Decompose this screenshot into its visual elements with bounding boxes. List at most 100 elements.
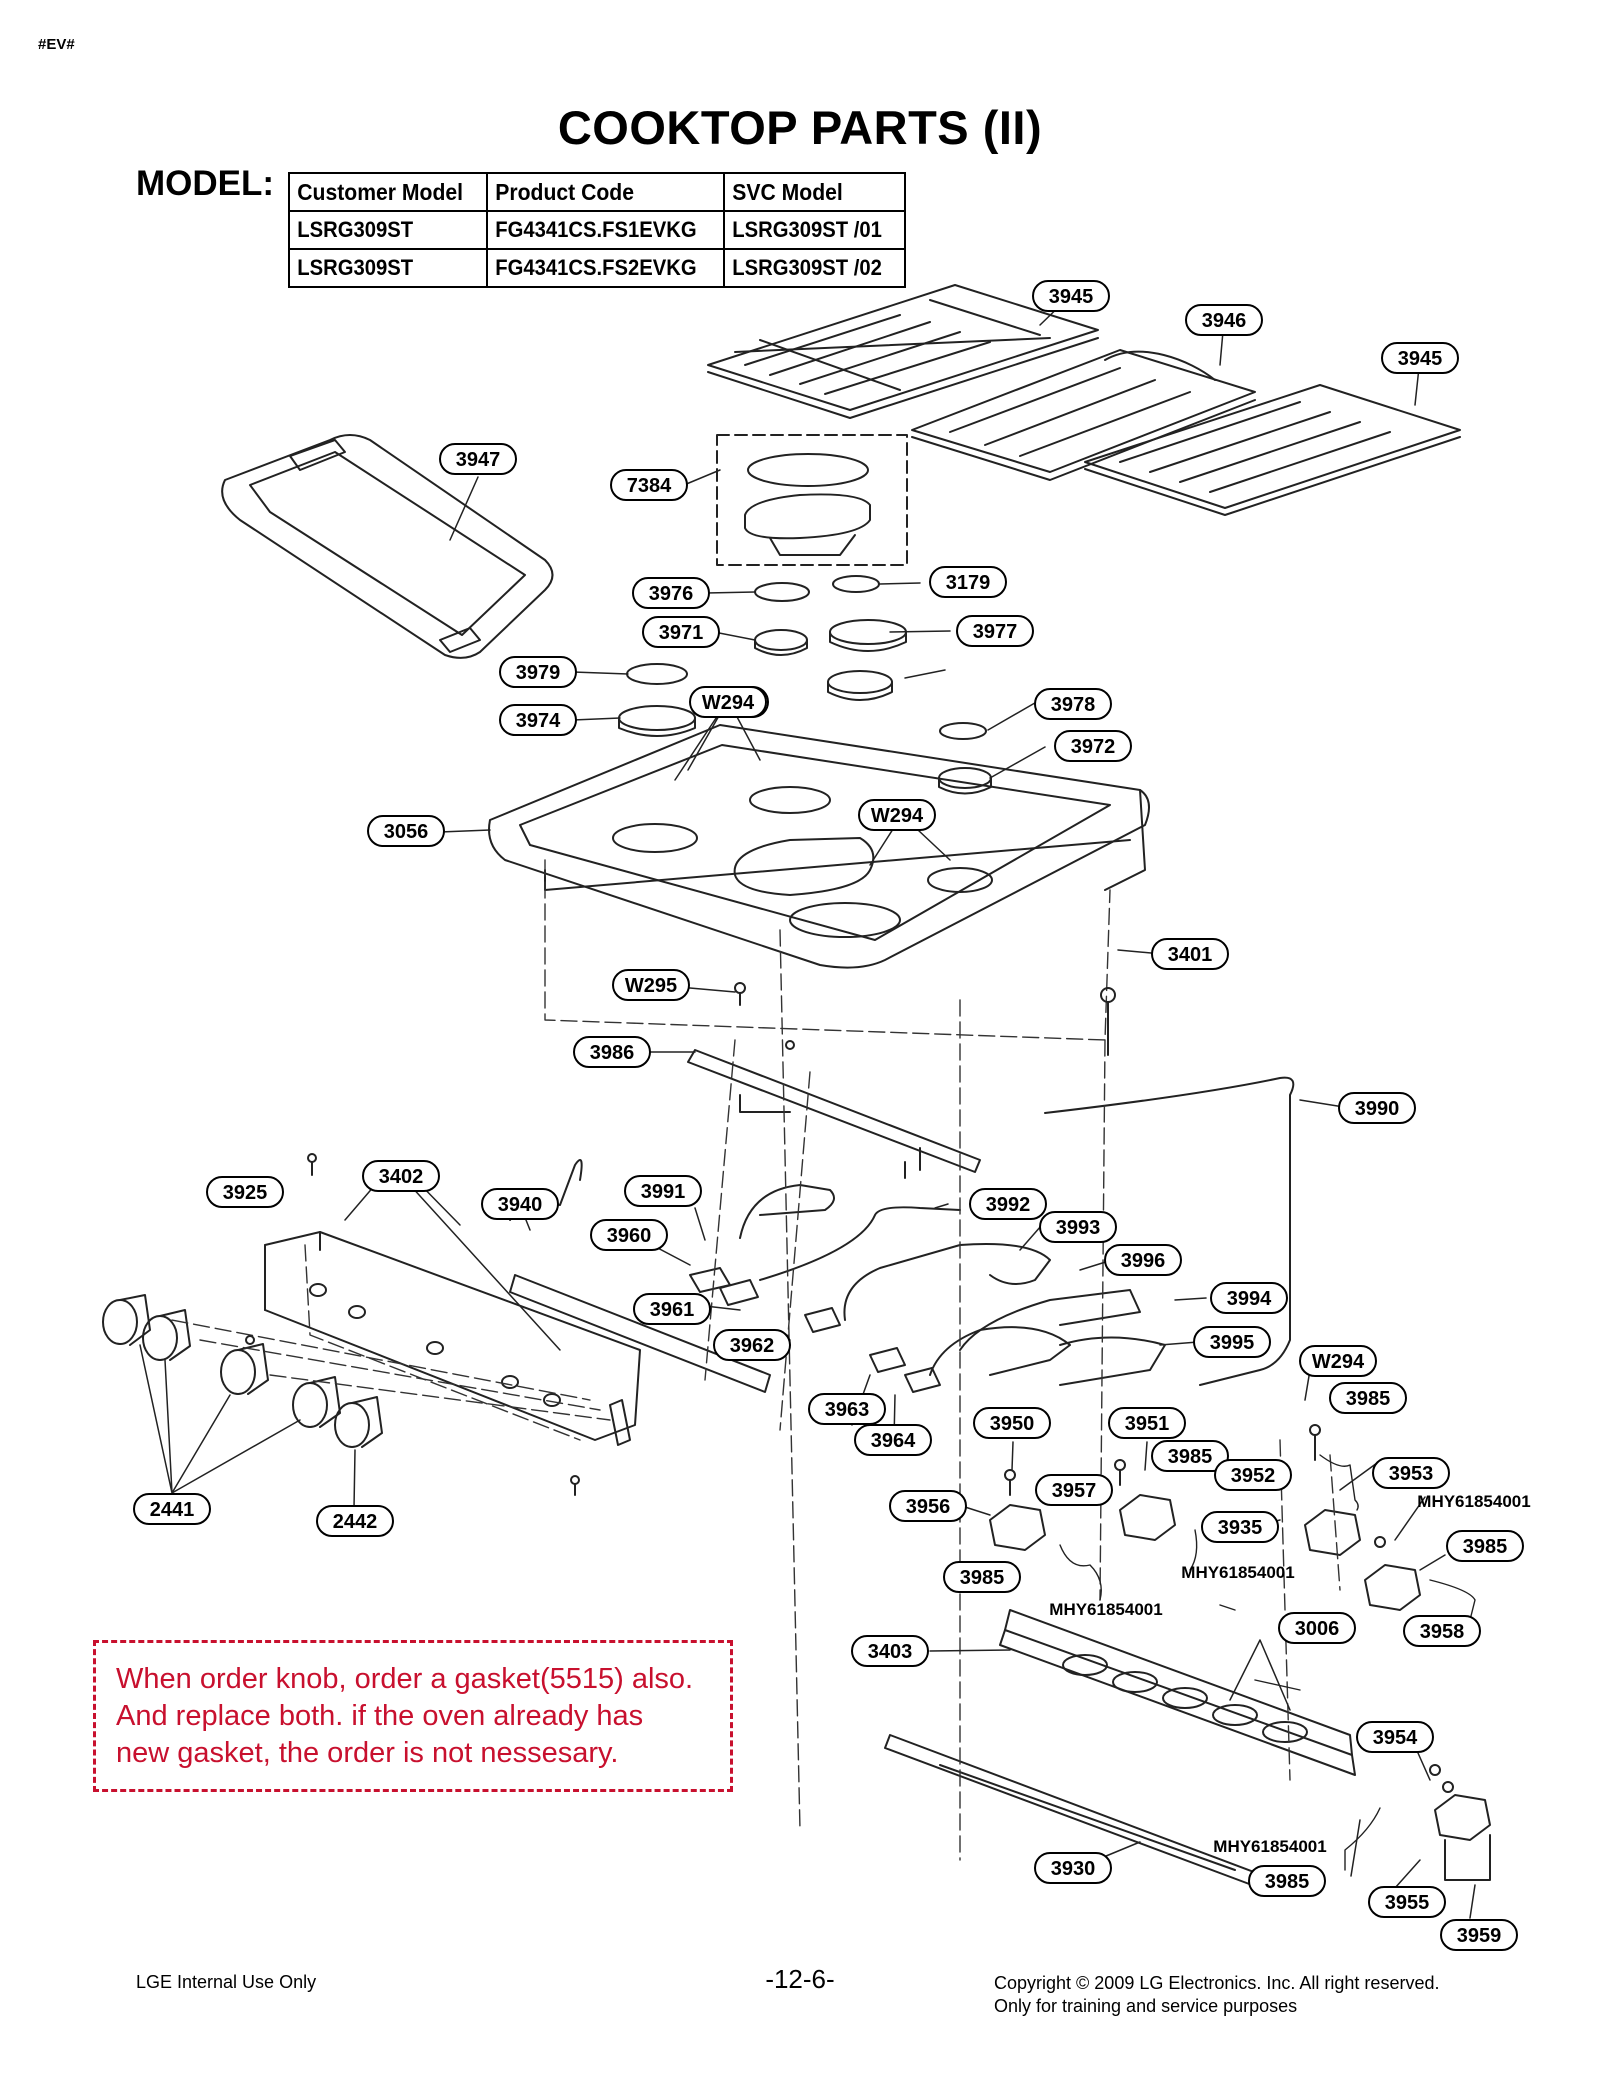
- callout-3956: 3956: [889, 1490, 967, 1522]
- callout-bubble: [1372, 1457, 1450, 1489]
- callout-3986: 3986: [573, 1036, 651, 1068]
- callout-3940: 3940: [481, 1188, 559, 1220]
- table-cell: LSRG309ST: [288, 248, 473, 288]
- callout-bubble: [133, 1493, 211, 1525]
- cooktop-panel: [488, 724, 1150, 969]
- callout-bubble: [481, 1188, 559, 1220]
- callout-label: 3953: [1389, 1463, 1434, 1485]
- callout-bubble: [851, 1635, 929, 1667]
- gas-tube: [1044, 1076, 1295, 1386]
- callout-label: 3992: [986, 1194, 1031, 1216]
- callout-3403: 3403: [851, 1635, 929, 1667]
- callout-bubble: [969, 1188, 1047, 1220]
- callout-3994: 3994: [1210, 1282, 1288, 1314]
- callout-3960: 3960: [590, 1219, 668, 1251]
- callout-label: 3401: [1168, 944, 1213, 966]
- callout-3962: 3962: [713, 1329, 791, 1361]
- callout-bubble: [439, 443, 517, 475]
- callout-bubble: [808, 1393, 886, 1425]
- copyright-line: Copyright © 2009 LG Electronics. Inc. Al…: [994, 1973, 1440, 1993]
- callout-bubble: [1034, 1852, 1112, 1884]
- part-number-label: MHY61854001: [1181, 1563, 1294, 1582]
- oval-burner-box: [716, 434, 908, 566]
- callout-label: 3955: [1385, 1892, 1430, 1914]
- callout-w294: W294: [1299, 1345, 1377, 1377]
- callout-label: 3056: [384, 821, 429, 843]
- callout-3179: 3179: [929, 566, 1007, 598]
- screws: [245, 982, 1454, 1793]
- callout-label: 3985: [960, 1567, 1005, 1589]
- callout-label: W295: [625, 975, 677, 997]
- callout-bubble: [1248, 1865, 1326, 1897]
- callout-bubble: [1210, 1282, 1288, 1314]
- callout-bubble: [642, 616, 720, 648]
- callout-3953: 3953: [1372, 1457, 1450, 1489]
- callout-bubble: [1278, 1612, 1356, 1644]
- callout-bubble: [1151, 1440, 1229, 1472]
- callout-bubble: [624, 1175, 702, 1207]
- callout-3056: 3056: [367, 815, 445, 847]
- note-line: And replace both. if the oven already ha…: [116, 1700, 644, 1732]
- callout-3402: 3402: [362, 1160, 440, 1192]
- table-cell: LSRG309ST: [288, 210, 473, 250]
- callout-3955: 3955: [1368, 1886, 1446, 1918]
- callout-3961: 3961: [633, 1293, 711, 1325]
- callout-label: 3962: [730, 1335, 775, 1357]
- callout-3991: 3991: [624, 1175, 702, 1207]
- part-labels-layer: MHY61854001MHY61854001MHY61854001MHY6185…: [1049, 1492, 1530, 1856]
- callout-2441: 2441: [133, 1493, 211, 1525]
- burner-base-plate: [999, 1609, 1356, 1776]
- callout-3963: 3963: [808, 1393, 886, 1425]
- callout-bubble: [1035, 1474, 1113, 1506]
- training-line: Only for training and service purposes: [994, 1996, 1298, 2016]
- table-cell: FG4341CS.FS1EVKG: [486, 210, 707, 250]
- column-header: Product Code: [486, 172, 707, 212]
- callout-label: 3403: [868, 1641, 913, 1663]
- callout-label: 3940: [498, 1194, 543, 1216]
- callout-label: 3979: [516, 662, 561, 684]
- callout-bubble: [713, 1329, 791, 1361]
- table-cell: FG4341CS.FS2EVKG: [486, 248, 707, 288]
- callout-3985: 3985: [1446, 1530, 1524, 1562]
- callout-label: 3946: [1202, 310, 1247, 332]
- callout-bubble: [1329, 1382, 1407, 1414]
- igniter-wires: [1059, 1454, 1476, 1871]
- column-header: SVC Model: [723, 172, 892, 212]
- callout-label: 3985: [1463, 1536, 1508, 1558]
- callout-3985: 3985: [1329, 1382, 1407, 1414]
- callout-3945: 3945: [1381, 342, 1459, 374]
- callout-bubble: [1193, 1326, 1271, 1358]
- model-table-header: Customer Model Product Code SVC Model: [288, 172, 905, 212]
- callout-label: 3959: [1457, 1925, 1502, 1947]
- callout-3959: 3959: [1440, 1919, 1518, 1951]
- callout-label: 3971: [659, 622, 704, 644]
- callout-3992: 3992: [969, 1188, 1047, 1220]
- burner-heads: [618, 619, 992, 795]
- callout-bubble: [1104, 1244, 1182, 1276]
- callout-bubble: [1299, 1345, 1377, 1377]
- callout-3972: 3972: [1054, 730, 1132, 762]
- order-note: When order knob, order a gasket(5515) al…: [93, 1640, 733, 1792]
- callout-bubble: [1039, 1211, 1117, 1243]
- callout-w294: W294: [858, 799, 936, 831]
- callout-label: 3993: [1056, 1217, 1101, 1239]
- callout-3952: 3952: [1214, 1459, 1292, 1491]
- footer-copyright: Copyright © 2009 LG Electronics. Inc. Al…: [994, 1972, 1439, 2018]
- callout-3945: 3945: [1032, 280, 1110, 312]
- note-line: new gasket, the order is not nessesary.: [116, 1737, 619, 1769]
- callout-label: 3985: [1265, 1871, 1310, 1893]
- callout-bubble: [1356, 1721, 1434, 1753]
- table-cell: LSRG309ST /02: [723, 248, 892, 288]
- callout-bubble: [612, 969, 690, 1001]
- lower-burners: [989, 1494, 1491, 1881]
- assembly-lines: [171, 859, 1341, 1861]
- burner-grate-right: [1084, 384, 1461, 516]
- callout-label: 3402: [379, 1166, 424, 1188]
- callout-bubble: [206, 1176, 284, 1208]
- callout-3006: 3006: [1278, 1612, 1356, 1644]
- callout-label: 2442: [333, 1511, 378, 1533]
- callout-bubble: [1151, 938, 1229, 970]
- callout-bubble: [1446, 1530, 1524, 1562]
- callout-3951: 3951: [1108, 1407, 1186, 1439]
